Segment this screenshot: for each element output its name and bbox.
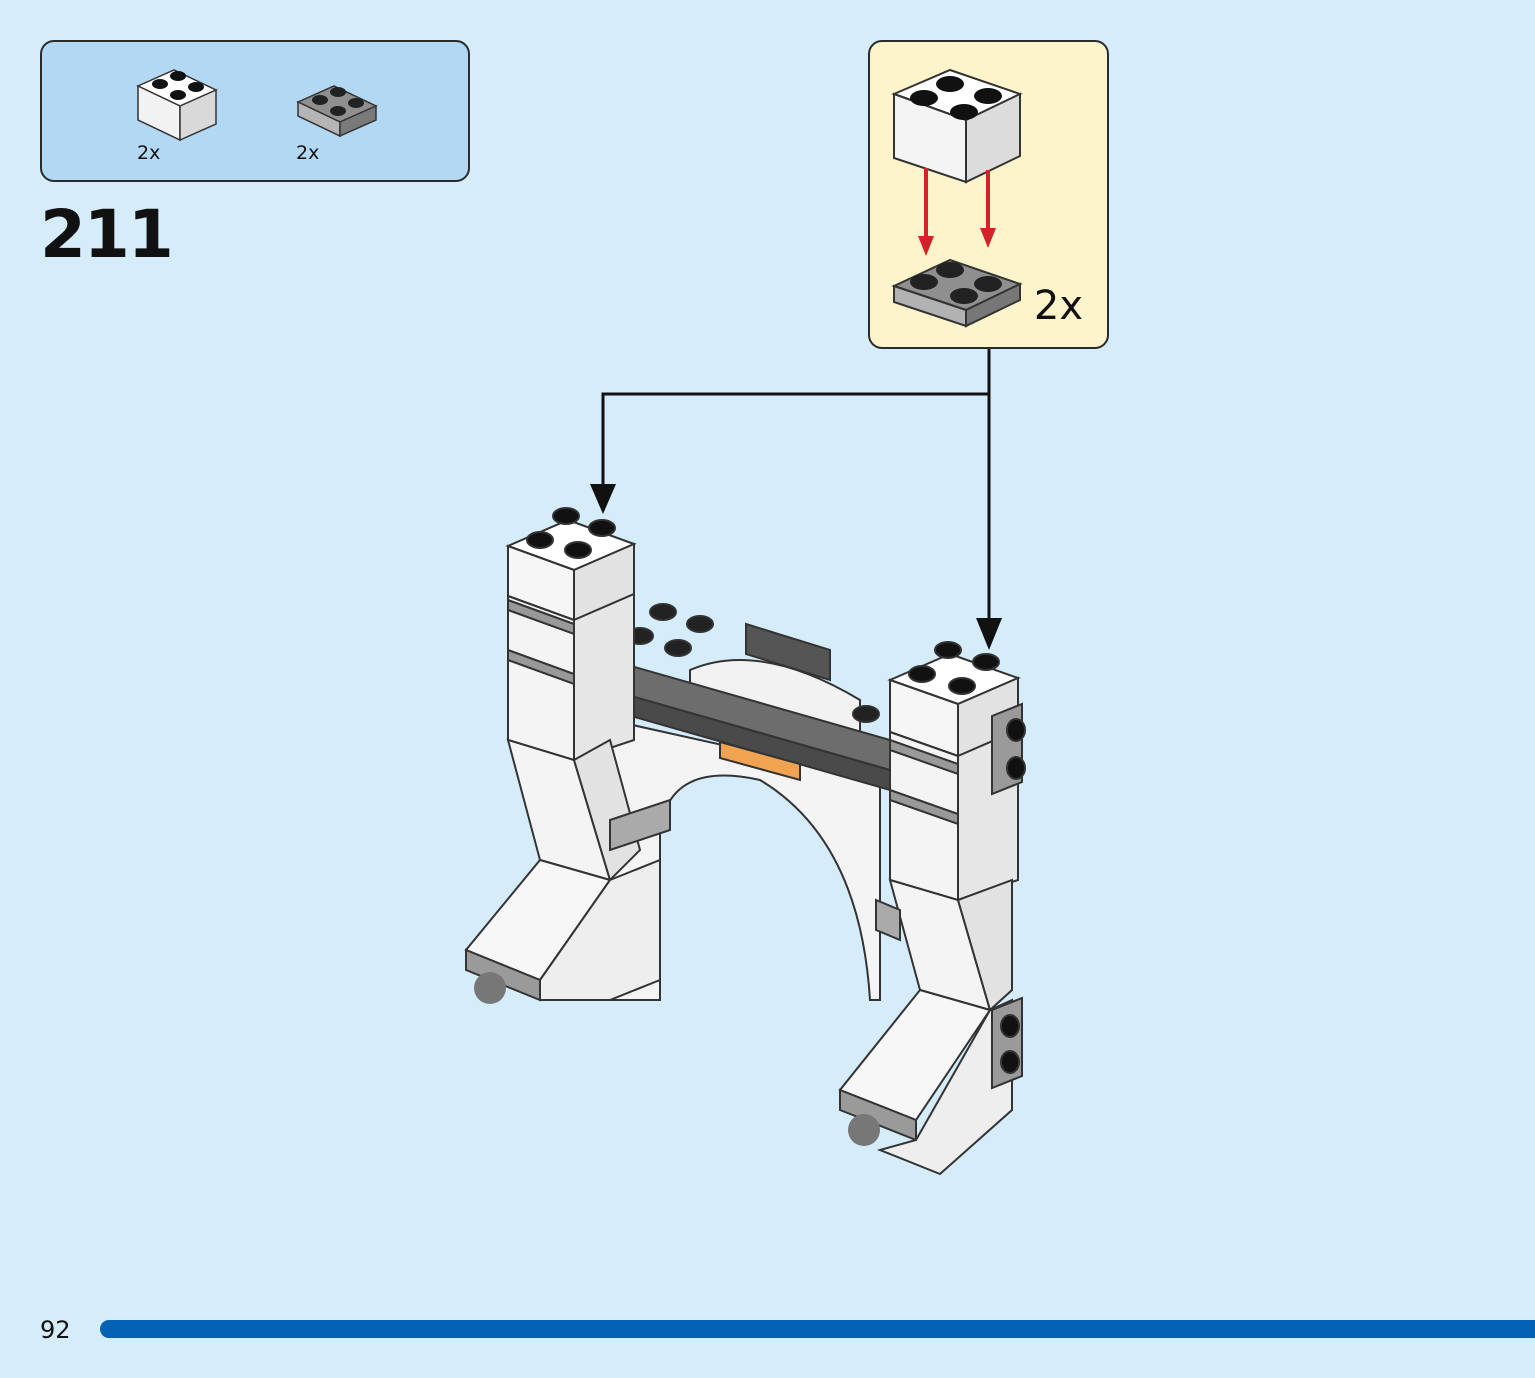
- parts-list-panel: 2x 2x: [40, 40, 470, 182]
- part-quantity: 2x: [137, 142, 161, 164]
- arrow-head-icon: [590, 484, 616, 514]
- part-quantity: 2x: [296, 142, 320, 164]
- subassembly-callout: 2x: [868, 40, 1109, 349]
- connector-arrows: [590, 349, 1002, 650]
- page-number: 92: [40, 1316, 71, 1344]
- arrow-head-icon: [976, 618, 1002, 650]
- step-number: 211: [40, 196, 174, 273]
- white-brick-2x2-icon: [136, 69, 218, 142]
- tower-bridge-model-illustration: [464, 507, 1026, 1176]
- callout-quantity: 2x: [1033, 283, 1083, 329]
- page-footer-bar: [100, 1320, 1535, 1338]
- gray-plate-2x2-icon: [296, 85, 378, 138]
- subassembly-illustration: [891, 68, 1023, 328]
